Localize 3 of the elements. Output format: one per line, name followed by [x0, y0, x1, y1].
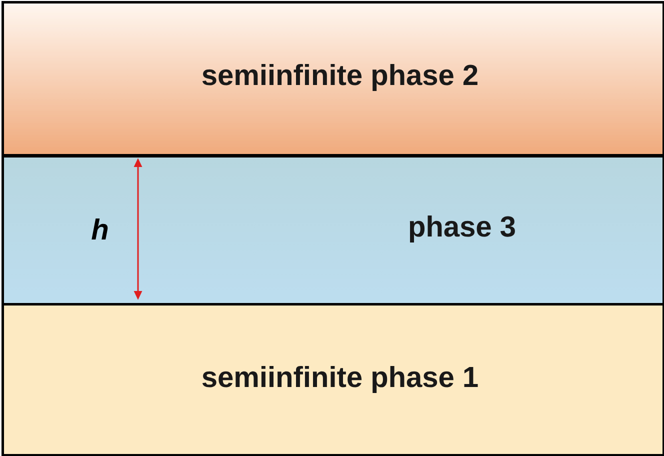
label: h: [92, 218, 108, 240]
layer-band: semiinfinite phase 2: [2, 1, 664, 156]
layer-band: semiinfinite phase 1: [2, 303, 664, 456]
